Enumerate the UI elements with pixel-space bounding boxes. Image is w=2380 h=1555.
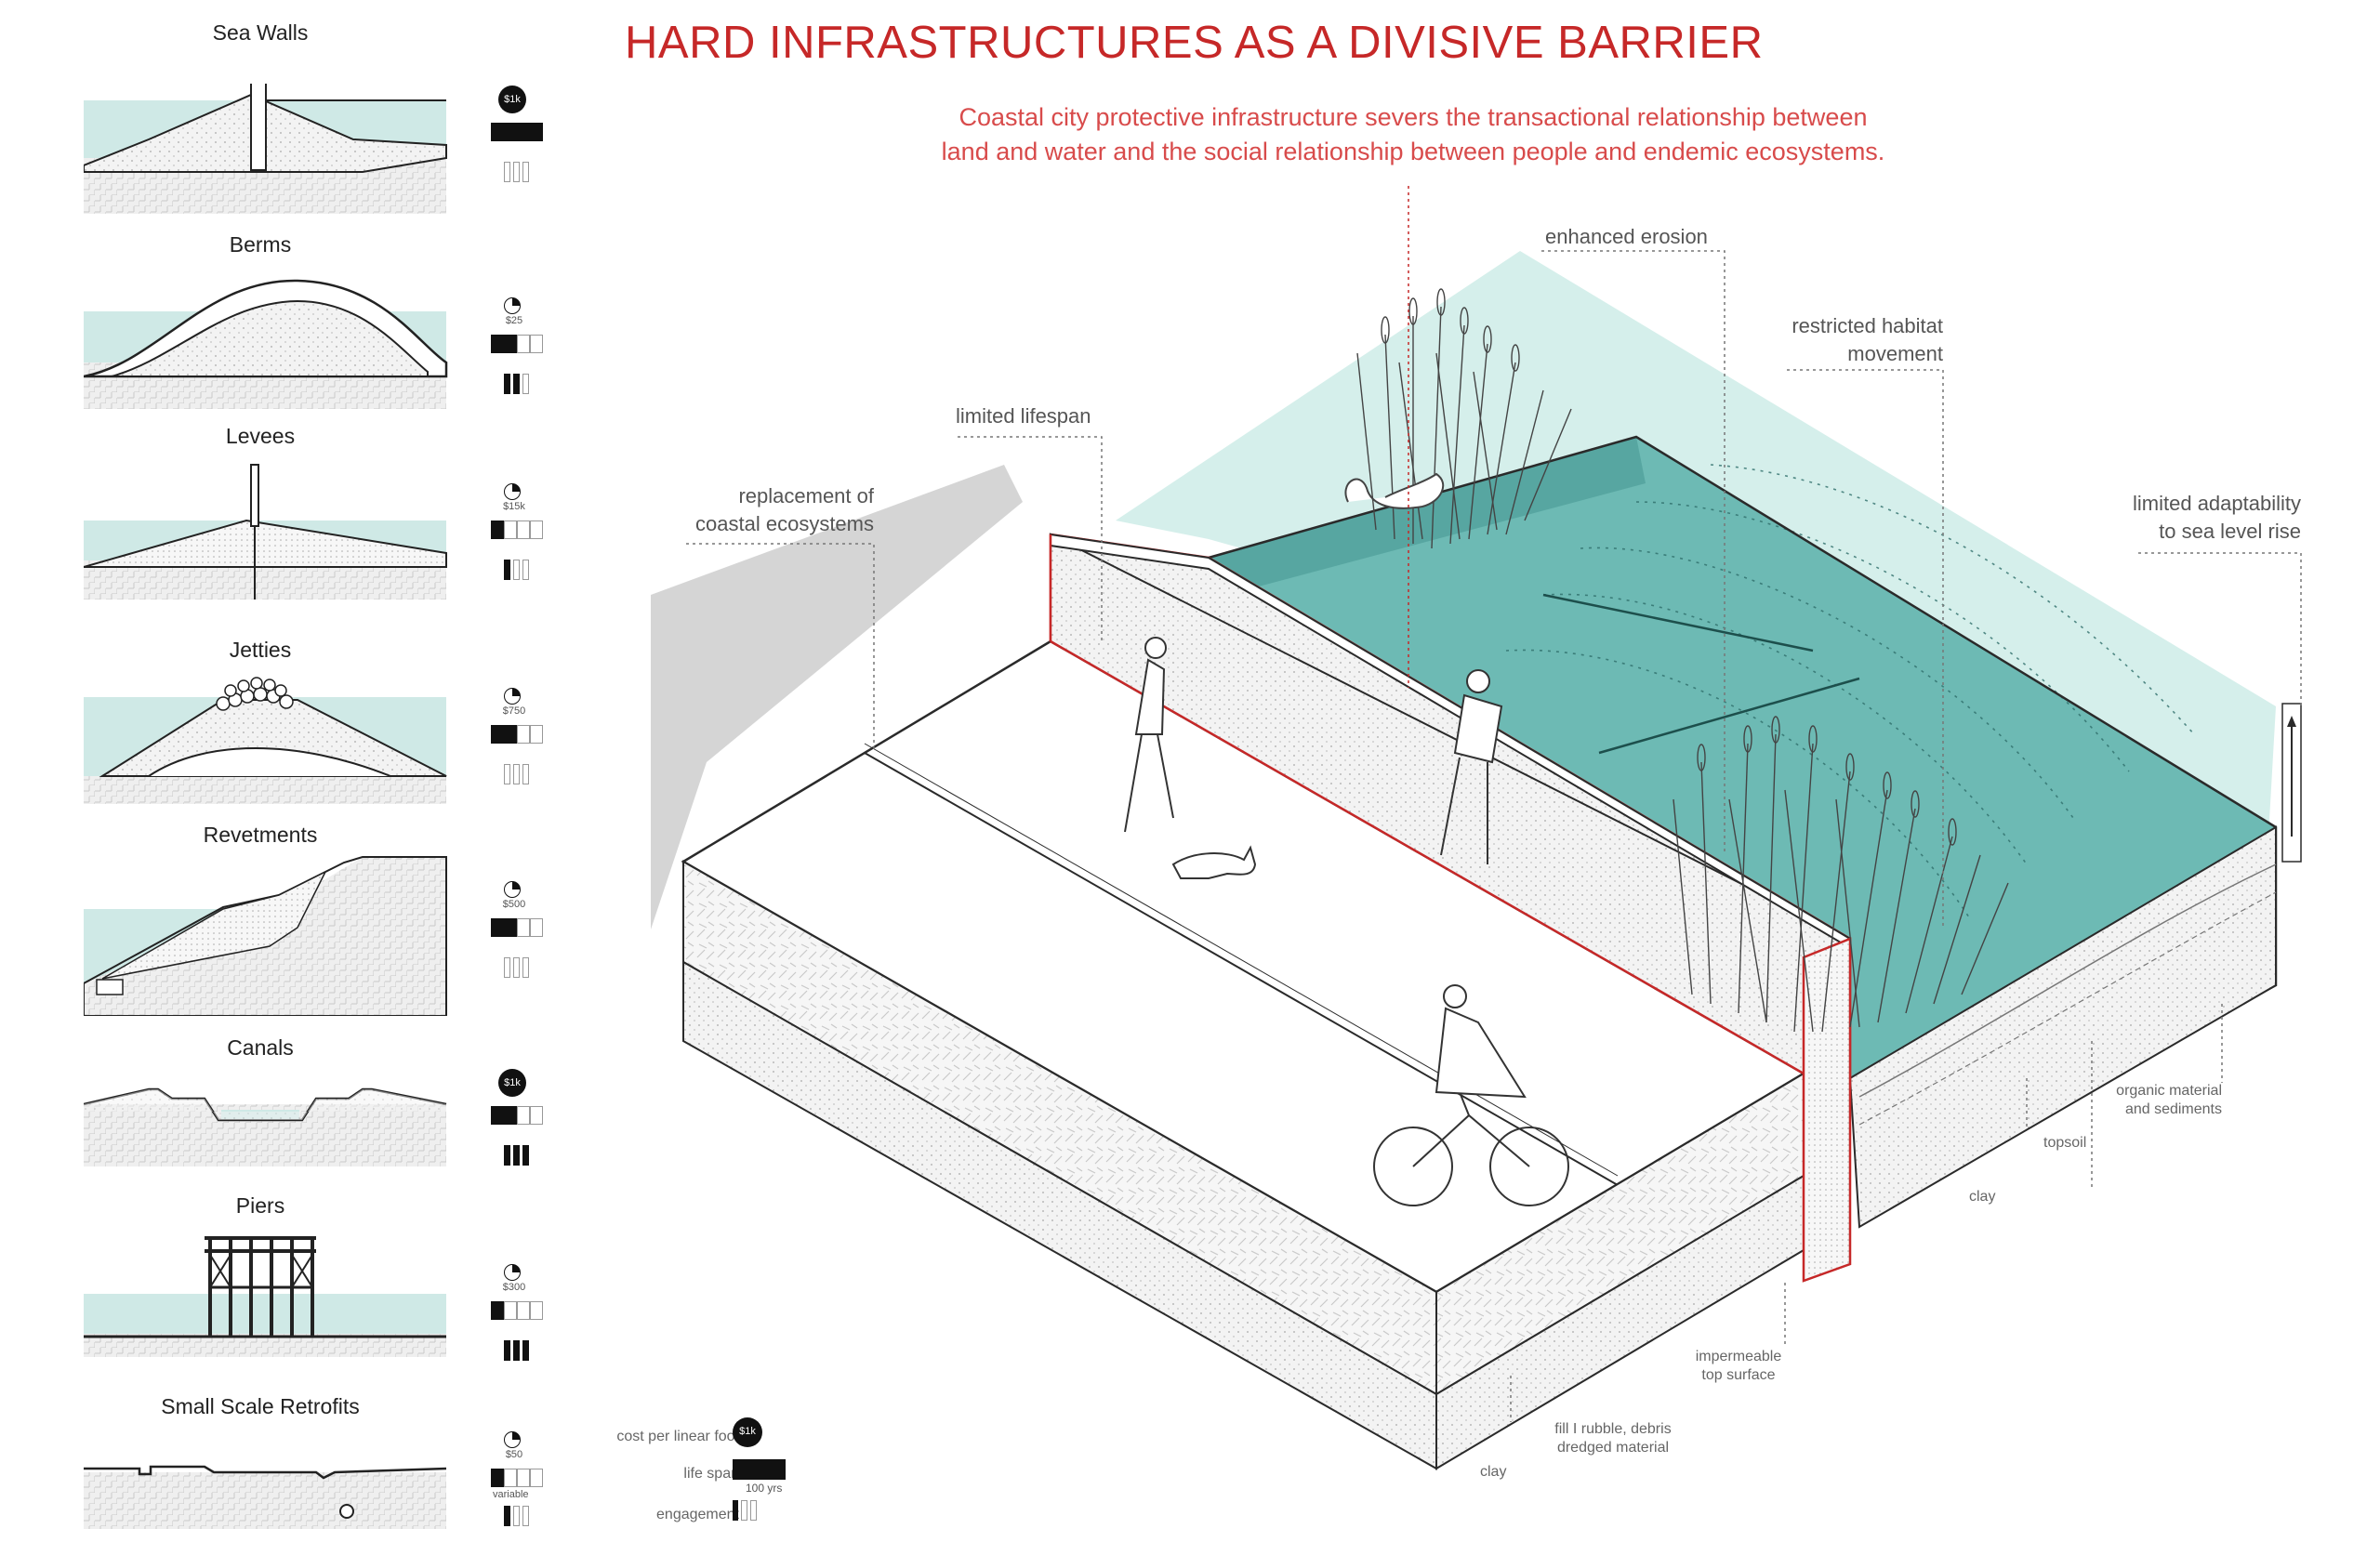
engagement-bars <box>504 957 529 978</box>
lifespan-bar <box>491 1469 543 1487</box>
legend-lifespan-value: 100 yrs <box>746 1482 783 1495</box>
berm-section <box>84 279 448 409</box>
canal-section <box>84 1087 447 1166</box>
cost-value: $500 <box>502 899 526 910</box>
cost-badge: $1k <box>498 86 526 113</box>
cost-value: $15k <box>503 501 525 512</box>
label-clay-right: clay <box>1969 1189 1996 1205</box>
catalog-column: Sea Walls Berms Levees Jetties <box>0 0 576 1555</box>
wall-shadow <box>651 465 1023 929</box>
levee-section <box>84 464 447 600</box>
cost-value: $750 <box>502 705 526 717</box>
swan-icon <box>1344 472 1445 509</box>
catalog-title-berms: Berms <box>229 232 292 257</box>
engagement-bars <box>504 1145 529 1166</box>
lifespan-bar <box>491 123 543 141</box>
label-impermeable-surface: impermeable top surface <box>1695 1349 1782 1383</box>
cost-value: $50 <box>505 1449 523 1460</box>
label-fill-rubble: fill I rubble, debris dredged material <box>1554 1421 1672 1456</box>
legend: cost per linear foot $1k life span 100 y… <box>576 1413 818 1524</box>
catalog-title-levees: Levees <box>225 424 296 448</box>
engagement-bars <box>504 764 529 784</box>
legend-engagement-label: engagement <box>656 1507 739 1522</box>
reeds-front <box>1673 716 2009 1033</box>
engagement-bars <box>504 560 529 580</box>
walking-person-icon <box>1124 637 1174 833</box>
reeds-back <box>1356 288 1572 549</box>
cost-pie-icon: $750 <box>503 688 525 717</box>
engagement-bars <box>504 162 529 182</box>
cost-value: $1k <box>504 94 521 105</box>
retrofit-section <box>84 1465 447 1529</box>
label-topsoil: topsoil <box>2043 1135 2087 1151</box>
catalog-title-sea-walls: Sea Walls <box>212 20 309 45</box>
legend-cost-label: cost per linear foot <box>616 1429 739 1444</box>
pier-section <box>84 1236 446 1357</box>
annotation-enhanced-erosion: enhanced erosion <box>1545 225 1708 248</box>
page-title: HARD INFRASTRUCTURES AS A DIVISIVE BARRI… <box>625 18 1764 68</box>
label-clay-bottom: clay <box>1480 1464 1507 1480</box>
annotation-restricted-habitat: restricted habitat movement <box>1792 314 1943 365</box>
cost-pie-icon: $25 <box>504 297 522 326</box>
cost-pie-icon: $500 <box>503 881 525 910</box>
cyclist-icon <box>1373 984 1569 1206</box>
revetment-section <box>84 856 447 1016</box>
jetty-section <box>84 677 447 804</box>
annotation-limited-adaptability: limited adaptability to sea level rise <box>2133 492 2301 543</box>
sea-wall-section <box>84 84 447 214</box>
cost-value: $1k <box>504 1077 521 1088</box>
cost-pie-icon: $50 <box>504 1431 522 1460</box>
subtitle: Coastal city protective infrastructure s… <box>865 100 1962 169</box>
lifespan-bar <box>491 1106 543 1125</box>
catalog-title-canals: Canals <box>227 1035 294 1060</box>
cost-value: $25 <box>505 315 523 326</box>
cost-value: $300 <box>502 1282 526 1293</box>
catalog-title-revetments: Revetments <box>203 823 318 847</box>
legend-lifespan-label: life span <box>683 1466 739 1482</box>
person-icon <box>339 1504 354 1519</box>
cost-pie-icon: $15k <box>503 483 525 512</box>
legend-lifespan-bar <box>733 1459 786 1480</box>
annotation-leaders <box>686 186 2302 1422</box>
water-surface <box>1209 437 2276 1078</box>
lifespan-bar <box>491 918 543 937</box>
boulders <box>216 677 294 711</box>
dog-icon <box>1171 845 1257 879</box>
lifespan-bar <box>491 725 543 744</box>
engagement-bars <box>504 374 529 394</box>
lifespan-bar <box>491 521 543 539</box>
engagement-bars <box>504 1506 529 1526</box>
cost-badge: $1k <box>498 1069 526 1097</box>
catalog-title-piers: Piers <box>235 1193 285 1218</box>
water-flow-lines <box>1505 464 2195 921</box>
lifespan-bar <box>491 335 543 353</box>
legend-cost-badge: $1k <box>733 1417 762 1447</box>
annotation-replacement: replacement of coastal ecosystems <box>695 484 874 535</box>
legend-cost-badge-text: $1k <box>739 1426 756 1437</box>
cost-pie-icon: $300 <box>503 1264 525 1293</box>
engagement-bars <box>504 1340 529 1361</box>
catalog-title-small-scale-retrofits: Small Scale Retrofits <box>161 1394 360 1418</box>
subtitle-line-2: land and water and the social relationsh… <box>941 138 1885 165</box>
annotation-limited-lifespan: limited lifespan <box>956 404 1091 428</box>
label-organic-material: organic material and sediments <box>2116 1083 2222 1117</box>
catalog-title-jetties: Jetties <box>229 638 292 662</box>
sitting-person-icon <box>1440 669 1503 864</box>
lifespan-note: variable <box>493 1489 529 1500</box>
lifespan-bar <box>491 1301 543 1320</box>
pier-structure <box>205 1236 316 1337</box>
subtitle-line-1: Coastal city protective infrastructure s… <box>959 103 1868 131</box>
